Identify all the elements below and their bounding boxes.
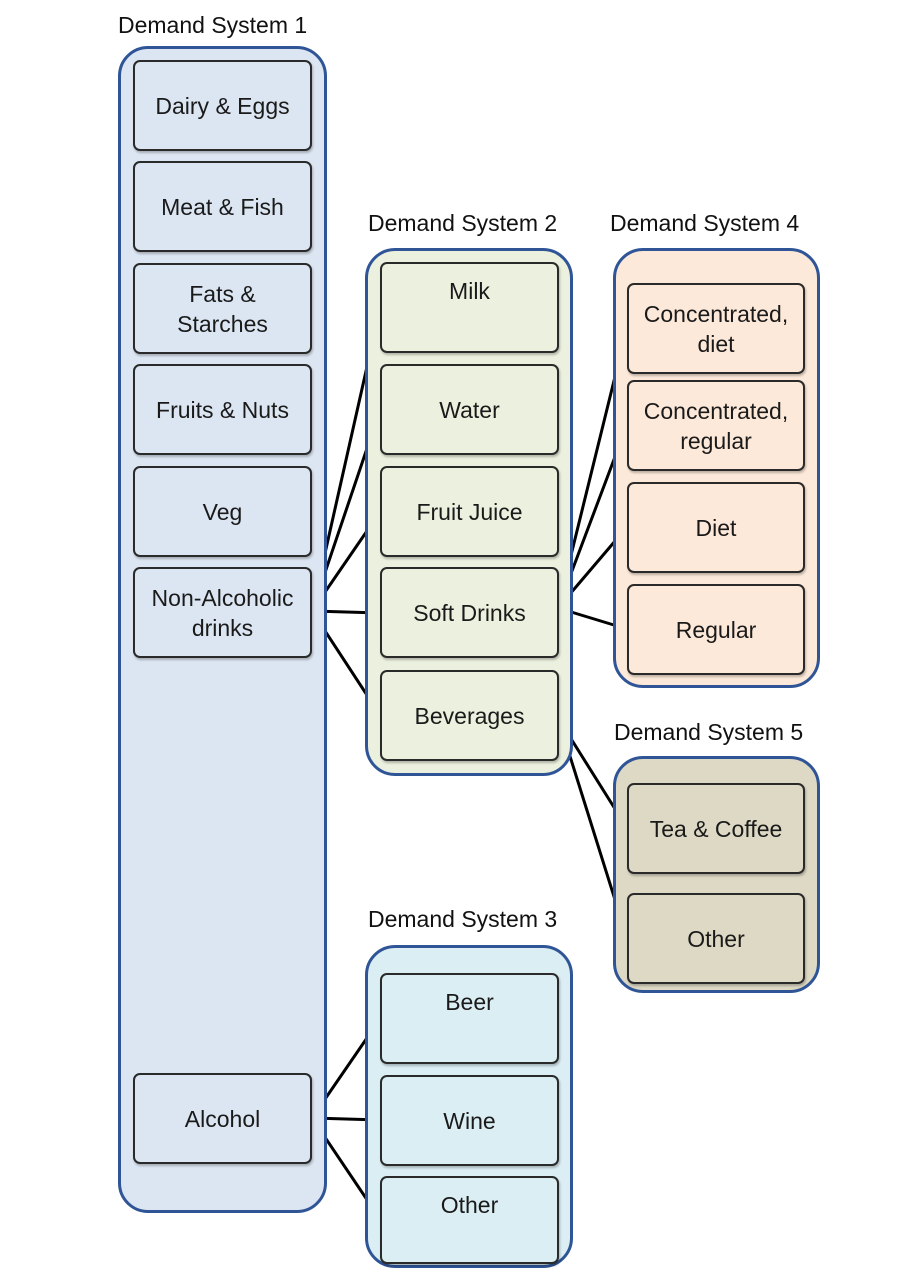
node-concentrated-diet: Concentrated, diet [627,283,805,374]
node-regular: Regular [627,584,805,675]
node-non-alcoholic-drinks: Non-Alcoholic drinks [133,567,312,658]
system-3-title: Demand System 3 [368,906,558,932]
node-alcohol: Alcohol [133,1073,312,1164]
node-soft-drinks: Soft Drinks [380,567,559,658]
node-fruit-juice: Fruit Juice [380,466,559,557]
node-fats-starches: Fats & Starches [133,263,312,354]
system-1-title: Demand System 1 [118,12,308,38]
node-beverages: Beverages [380,670,559,761]
node-meat-fish: Meat & Fish [133,161,312,252]
system-2-title: Demand System 2 [368,210,558,236]
node-beer: Beer [380,973,559,1064]
node-dairy-eggs: Dairy & Eggs [133,60,312,151]
system-4-title: Demand System 4 [610,210,800,236]
node-beverages-other: Other [627,893,805,984]
node-wine: Wine [380,1075,559,1166]
node-fruits-nuts: Fruits & Nuts [133,364,312,455]
node-water: Water [380,364,559,455]
node-tea-coffee: Tea & Coffee [627,783,805,874]
node-milk: Milk [380,262,559,353]
node-veg: Veg [133,466,312,557]
node-concentrated-regular: Concentrated, regular [627,380,805,471]
node-diet: Diet [627,482,805,573]
node-alcohol-other: Other [380,1176,559,1264]
system-5-title: Demand System 5 [614,719,804,745]
